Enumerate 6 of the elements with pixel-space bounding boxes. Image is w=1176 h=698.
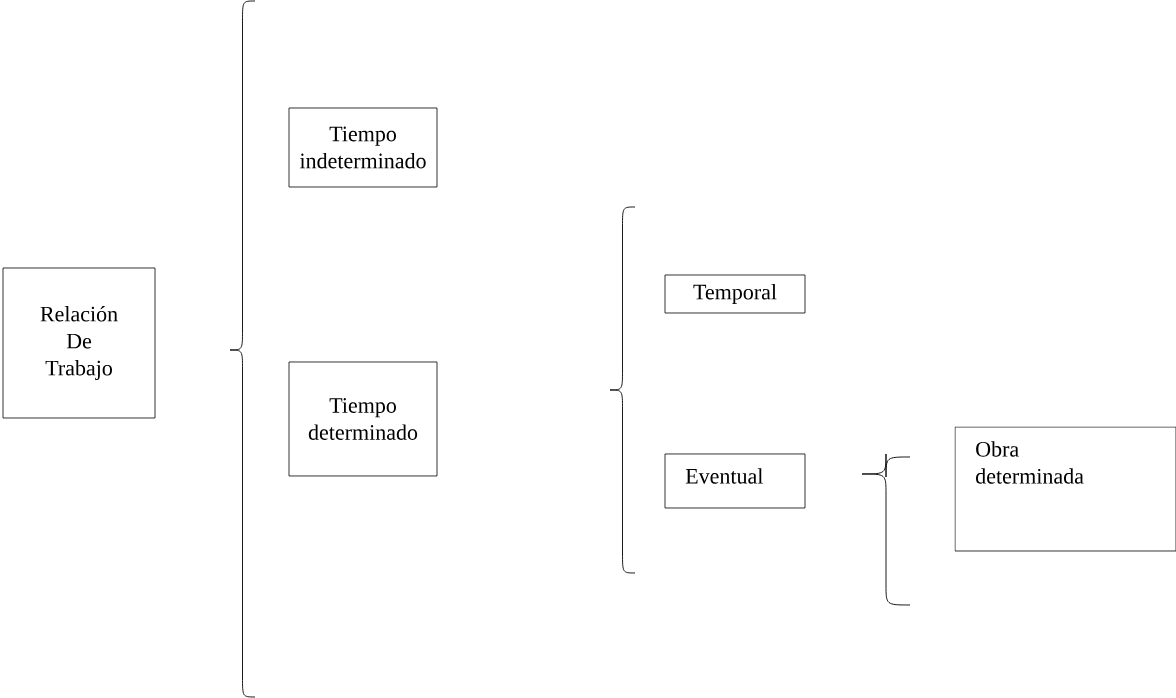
text-box: Eventual bbox=[664, 453, 806, 509]
text-box: Tiempo determinado bbox=[288, 361, 438, 477]
text-box: Temporal bbox=[664, 274, 806, 314]
text-box: Tiempo indeterminado bbox=[288, 107, 438, 188]
text-box: Obra determinada bbox=[954, 426, 1176, 552]
text-box: Relación De Trabajo bbox=[2, 267, 156, 419]
